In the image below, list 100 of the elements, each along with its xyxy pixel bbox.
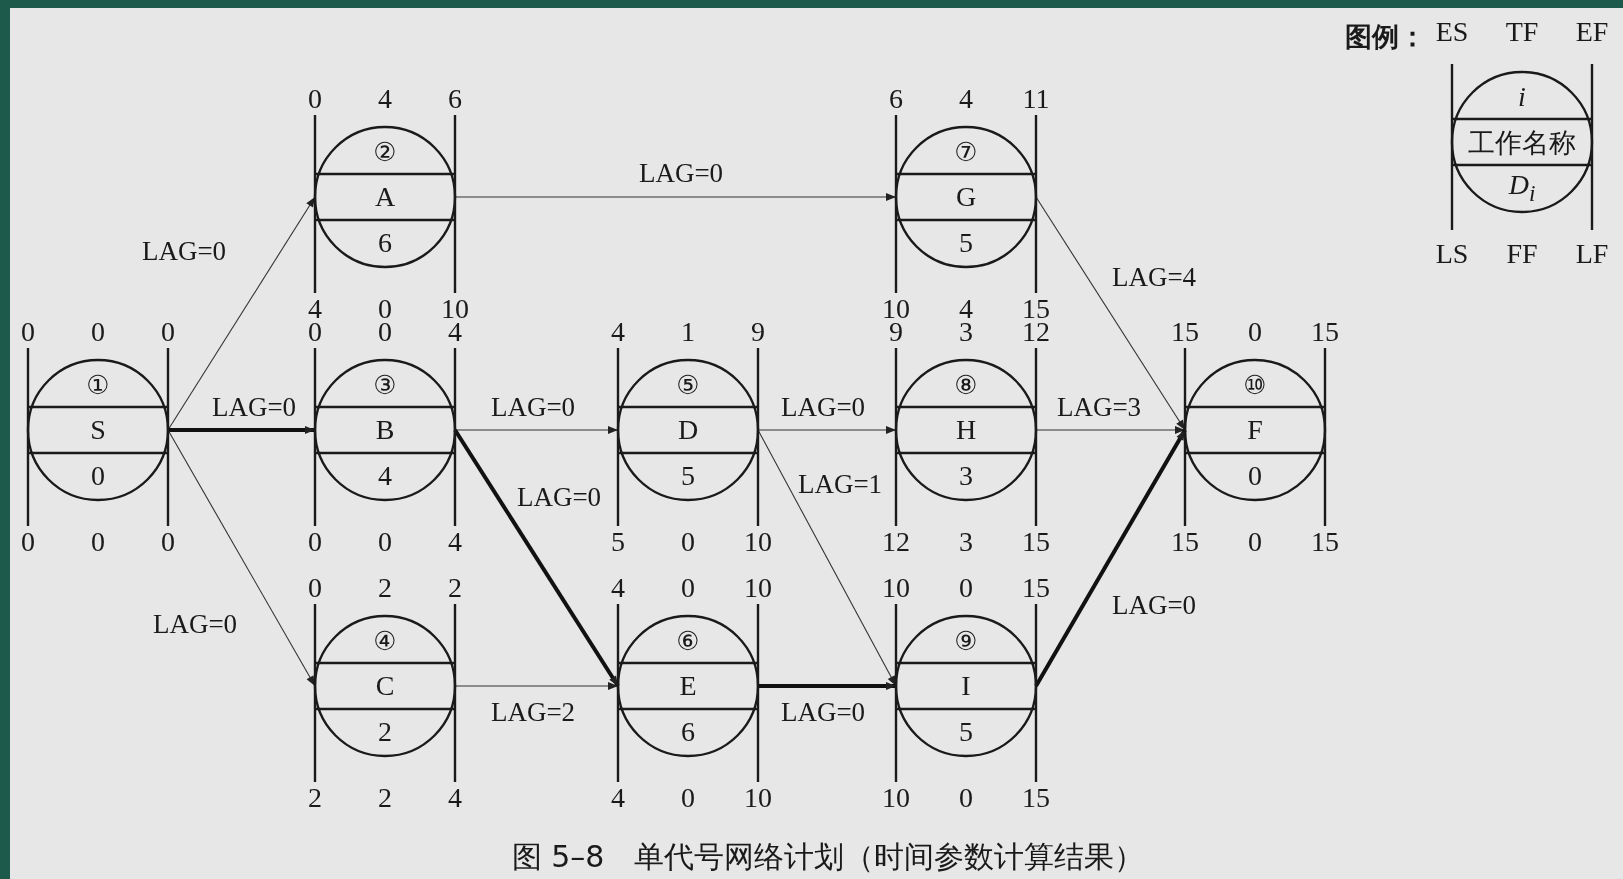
legend-text: LS	[1435, 240, 1469, 268]
time-parameter: 1	[681, 318, 695, 346]
legend-text: LF	[1575, 240, 1609, 268]
time-parameter: 10	[744, 528, 772, 556]
duration-value: 3	[959, 462, 973, 490]
time-parameter: 15	[1171, 318, 1199, 346]
node-number: ⑥	[676, 628, 700, 654]
node-number: ③	[373, 372, 397, 398]
time-parameter: 12	[882, 528, 910, 556]
time-parameter: 0	[21, 528, 35, 556]
arrow	[454, 193, 897, 201]
arrow	[454, 426, 619, 434]
time-parameter: 4	[611, 784, 625, 812]
arrow	[168, 426, 315, 434]
time-parameter: 0	[1248, 528, 1262, 556]
activity-name: H	[955, 416, 977, 444]
legend-text: i	[1518, 83, 1526, 111]
time-parameter: 0	[91, 528, 105, 556]
duration-value: 6	[378, 229, 392, 257]
time-parameter: 0	[959, 574, 973, 602]
arrow	[167, 429, 316, 687]
arrow	[757, 426, 897, 434]
duration-value: 5	[959, 229, 973, 257]
legend-text: TF	[1505, 18, 1539, 46]
time-parameter: 0	[681, 784, 695, 812]
time-parameter: 4	[448, 528, 462, 556]
time-parameter: 9	[751, 318, 765, 346]
time-parameter: 3	[959, 528, 973, 556]
activity-name: E	[679, 672, 697, 700]
time-parameter: 4	[611, 318, 625, 346]
arrow	[167, 196, 316, 431]
arrow	[1034, 429, 1187, 687]
time-parameter: 10	[744, 574, 772, 602]
legend-text: EF	[1575, 18, 1609, 46]
duration-value: 5	[681, 462, 695, 490]
time-parameter: 4	[448, 784, 462, 812]
time-parameter: 0	[378, 528, 392, 556]
time-parameter: 0	[91, 318, 105, 346]
activity-name: I	[961, 672, 971, 700]
duration-value: 0	[1248, 462, 1262, 490]
time-parameter: 4	[378, 85, 392, 113]
time-parameter: 11	[1022, 85, 1050, 113]
time-parameter: 0	[681, 528, 695, 556]
activity-name: D	[677, 416, 699, 444]
time-parameter: 15	[1022, 574, 1050, 602]
duration-value: 0	[91, 462, 105, 490]
activity-name: C	[375, 672, 395, 700]
duration-value: 5	[959, 718, 973, 746]
time-parameter: 15	[1022, 784, 1050, 812]
node-number: ⑨	[954, 628, 978, 654]
arrow	[757, 429, 897, 687]
time-parameter: 0	[21, 318, 35, 346]
figure-caption: 图 5–8 单代号网络计划（时间参数计算结果）	[511, 842, 1145, 872]
time-parameter: 10	[744, 784, 772, 812]
node-number: ④	[373, 628, 397, 654]
node-number: ⑧	[954, 372, 978, 398]
time-parameter: 10	[882, 784, 910, 812]
duration-value: 4	[378, 462, 392, 490]
time-parameter: 0	[308, 528, 322, 556]
legend-text: D$_{i}$	[1508, 171, 1536, 205]
time-parameter: 15	[1022, 528, 1050, 556]
node-number: ②	[373, 139, 397, 165]
time-parameter: 6	[889, 85, 903, 113]
activity-name: A	[374, 183, 396, 211]
time-parameter: 5	[611, 528, 625, 556]
legend-text: 工作名称	[1468, 128, 1576, 156]
node-number: ①	[86, 372, 110, 398]
node-number: ⑦	[954, 139, 978, 165]
legend-text: FF	[1506, 240, 1538, 268]
legend-heading: 图例：	[1344, 22, 1426, 50]
time-parameter: 0	[161, 318, 175, 346]
time-parameter: 4	[959, 85, 973, 113]
time-parameter: 15	[1171, 528, 1199, 556]
time-parameter: 0	[308, 574, 322, 602]
time-parameter: 2	[448, 574, 462, 602]
time-parameter: 2	[378, 574, 392, 602]
time-parameter: 0	[959, 784, 973, 812]
activity-name: S	[90, 416, 106, 444]
node-number: ⑤	[676, 372, 700, 398]
time-parameter: 0	[161, 528, 175, 556]
time-parameter: 4	[611, 574, 625, 602]
arrow	[1035, 196, 1186, 431]
time-parameter: 2	[308, 784, 322, 812]
time-parameter: 0	[1248, 318, 1262, 346]
activity-name: B	[375, 416, 395, 444]
arrow	[1035, 426, 1186, 434]
duration-value: 2	[378, 718, 392, 746]
time-parameter: 0	[308, 85, 322, 113]
legend-text: ES	[1435, 18, 1469, 46]
activity-name: G	[955, 183, 977, 211]
node-number: ⑩	[1243, 372, 1267, 398]
duration-value: 6	[681, 718, 695, 746]
time-parameter: 6	[448, 85, 462, 113]
time-parameter: 0	[681, 574, 695, 602]
arrow	[454, 682, 619, 690]
activity-name: F	[1247, 416, 1263, 444]
time-parameter: 2	[378, 784, 392, 812]
time-parameter: 15	[1311, 318, 1339, 346]
time-parameter: 10	[882, 574, 910, 602]
arrow	[758, 682, 896, 690]
